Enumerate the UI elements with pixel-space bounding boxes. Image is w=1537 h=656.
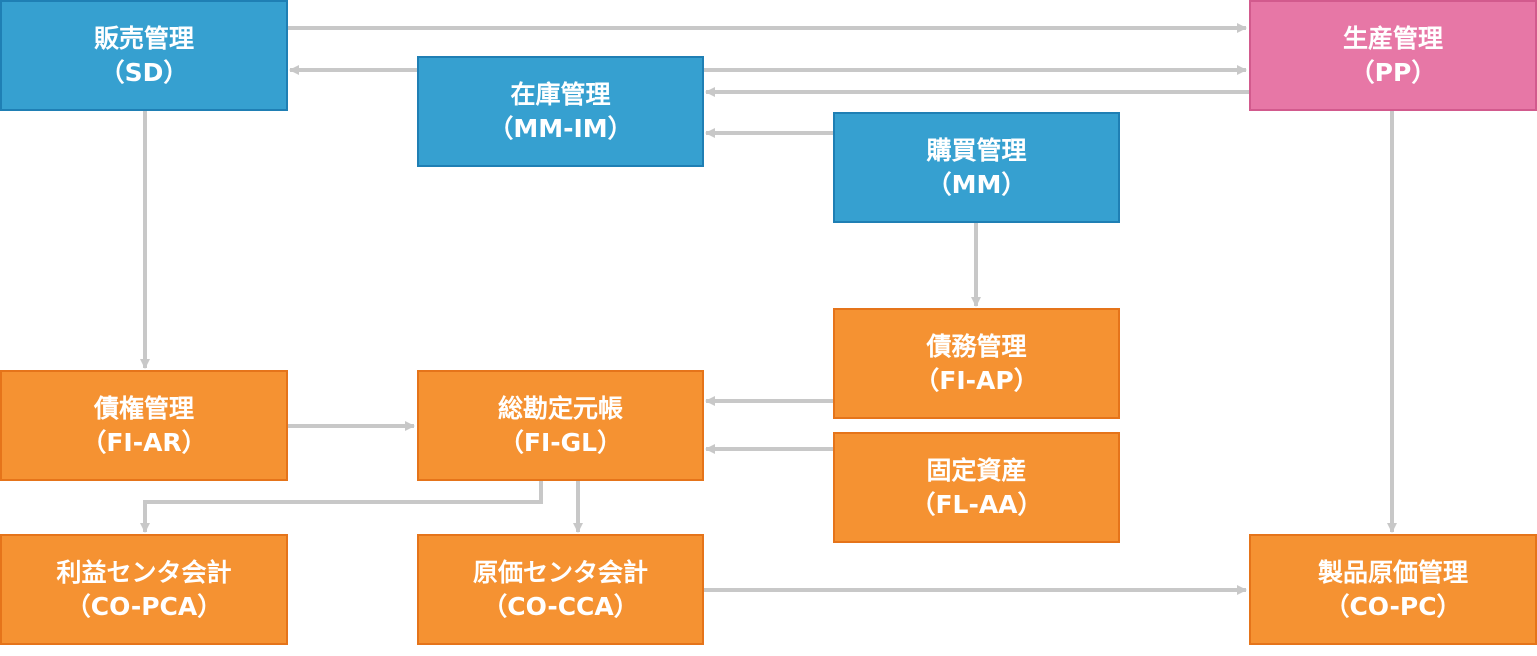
node-title: 販売管理: [93, 23, 194, 53]
node-inventory-mm-im: 在庫管理 （MM-IM）: [417, 56, 704, 167]
node-title: 固定資産: [926, 455, 1027, 485]
node-sales-sd: 販売管理 （SD）: [0, 0, 288, 111]
node-code: （FI-GL）: [498, 427, 623, 457]
node-purchasing-mm: 購買管理 （MM）: [833, 112, 1120, 223]
node-fixed-assets-fl-aa: 固定資産 （FL-AA）: [833, 432, 1120, 543]
node-code: （CO-CCA）: [482, 591, 639, 621]
node-code: （MM）: [926, 169, 1027, 199]
node-title: 原価センタ会計: [472, 557, 648, 587]
node-code: （SD）: [99, 57, 189, 87]
node-code: （FI-AP）: [914, 365, 1039, 395]
node-code: （MM-IM）: [488, 113, 633, 143]
node-code: （CO-PC）: [1324, 591, 1462, 621]
node-code: （CO-PCA）: [65, 591, 223, 621]
node-title: 購買管理: [926, 135, 1027, 165]
node-title: 債権管理: [93, 393, 194, 423]
node-title: 債務管理: [926, 331, 1027, 361]
node-profit-center-co-pca: 利益センタ会計 （CO-PCA）: [0, 534, 288, 645]
arrow-figl-to-copca: [140, 481, 543, 533]
node-code: （FL-AA）: [910, 489, 1043, 519]
node-production-pp: 生産管理 （PP）: [1249, 0, 1537, 111]
node-receivables-fi-ar: 債権管理 （FI-AR）: [0, 370, 288, 481]
node-title: 製品原価管理: [1317, 557, 1468, 587]
node-code: （FI-AR）: [81, 427, 207, 457]
node-code: （PP）: [1349, 57, 1437, 87]
node-payables-fi-ap: 債務管理 （FI-AP）: [833, 308, 1120, 419]
node-cost-center-co-cca: 原価センタ会計 （CO-CCA）: [417, 534, 704, 645]
node-general-ledger-fi-gl: 総勘定元帳 （FI-GL）: [417, 370, 704, 481]
node-title: 在庫管理: [510, 79, 611, 109]
node-title: 総勘定元帳: [497, 393, 623, 423]
node-title: 生産管理: [1342, 23, 1443, 53]
node-product-cost-co-pc: 製品原価管理 （CO-PC）: [1249, 534, 1537, 645]
node-title: 利益センタ会計: [56, 557, 232, 587]
